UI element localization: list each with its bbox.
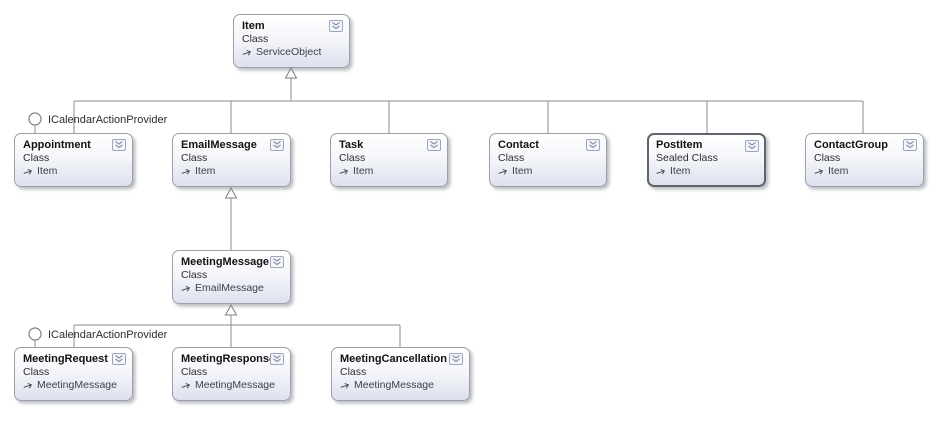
class-kind: Class xyxy=(181,152,208,164)
double-chevron-down-icon xyxy=(115,141,123,149)
double-chevron-down-icon xyxy=(273,258,281,266)
collapse-chevron-button[interactable] xyxy=(270,139,284,151)
double-chevron-down-icon xyxy=(430,141,438,149)
base-class-name: MeetingMessage xyxy=(195,379,275,391)
double-chevron-down-icon xyxy=(273,141,281,149)
class-node-contactgroup[interactable]: ContactGroup Class Item xyxy=(805,133,924,187)
class-node-meetingrequest[interactable]: MeetingRequest Class MeetingMessage xyxy=(14,347,133,401)
inherits-arrow-icon xyxy=(181,382,191,388)
base-class-name: MeetingMessage xyxy=(354,379,434,391)
base-class-name: Item xyxy=(828,165,849,177)
class-node-contact[interactable]: Contact Class Item xyxy=(489,133,607,187)
interface-lollipop-appointment[interactable] xyxy=(28,112,42,133)
base-class-name: Item xyxy=(37,165,58,177)
collapse-chevron-button[interactable] xyxy=(586,139,600,151)
inheritance-triangle-item xyxy=(284,66,298,79)
inherits-arrow-icon xyxy=(656,168,666,174)
double-chevron-down-icon xyxy=(589,141,597,149)
inherits-arrow-icon xyxy=(242,49,252,55)
inheritance-connector-emailmessage-meetingmessage[interactable] xyxy=(224,186,238,250)
class-node-emailmessage[interactable]: EmailMessage Class Item xyxy=(172,133,291,187)
inherits-arrow-icon xyxy=(23,168,33,174)
inheritance-triangle-emailmessage xyxy=(224,186,238,199)
class-name: MeetingResponse xyxy=(181,353,276,365)
double-chevron-down-icon xyxy=(452,355,460,363)
interface-label-appointment: ICalendarActionProvider xyxy=(48,114,168,126)
class-name: Item xyxy=(242,20,265,32)
collapse-chevron-button[interactable] xyxy=(112,353,126,365)
class-name: MeetingRequest xyxy=(23,353,108,365)
class-name: EmailMessage xyxy=(181,139,257,151)
collapse-chevron-button[interactable] xyxy=(329,20,343,32)
class-kind: Class xyxy=(498,152,525,164)
inherits-arrow-icon xyxy=(181,168,191,174)
inherits-arrow-icon xyxy=(23,382,33,388)
class-name: PostItem xyxy=(656,139,703,151)
double-chevron-down-icon xyxy=(273,355,281,363)
interface-lollipop-meetingrequest[interactable] xyxy=(28,327,42,347)
double-chevron-down-icon xyxy=(906,141,914,149)
inheritance-triangle-meetingmessage xyxy=(224,303,238,316)
base-class-name: Item xyxy=(670,165,691,177)
collapse-chevron-button[interactable] xyxy=(449,353,463,365)
double-chevron-down-icon xyxy=(115,355,123,363)
class-kind: Class xyxy=(814,152,841,164)
base-class-name: Item xyxy=(512,165,533,177)
base-class-name: MeetingMessage xyxy=(37,379,117,391)
class-node-appointment[interactable]: Appointment Class Item xyxy=(14,133,133,187)
base-class-name: EmailMessage xyxy=(195,282,264,294)
double-chevron-down-icon xyxy=(332,22,340,30)
class-kind: Class xyxy=(23,152,50,164)
interface-lollipop-icon xyxy=(28,112,42,126)
class-node-task[interactable]: Task Class Item xyxy=(330,133,448,187)
class-node-item[interactable]: Item Class ServiceObject xyxy=(233,14,350,68)
inheritance-connector-item-bus[interactable] xyxy=(73,66,864,133)
class-kind: Class xyxy=(339,152,366,164)
collapse-chevron-button[interactable] xyxy=(745,140,759,152)
class-name: Contact xyxy=(498,139,539,151)
inherits-arrow-icon xyxy=(814,168,824,174)
base-class-name: Item xyxy=(353,165,374,177)
inheritance-connector-meetingmessage-bus[interactable] xyxy=(73,303,401,347)
collapse-chevron-button[interactable] xyxy=(270,353,284,365)
class-kind: Class xyxy=(181,366,208,378)
inherits-arrow-icon xyxy=(181,285,191,291)
inherits-arrow-icon xyxy=(339,168,349,174)
collapse-chevron-button[interactable] xyxy=(270,256,284,268)
inherits-arrow-icon xyxy=(498,168,508,174)
base-class-name: ServiceObject xyxy=(256,46,322,58)
class-kind: Class xyxy=(340,366,367,378)
class-node-meetingresponse[interactable]: MeetingResponse Class MeetingMessage xyxy=(172,347,291,401)
class-name: ContactGroup xyxy=(814,139,888,151)
collapse-chevron-button[interactable] xyxy=(112,139,126,151)
class-node-meetingcancellation[interactable]: MeetingCancellation Class MeetingMessage xyxy=(331,347,470,401)
double-chevron-down-icon xyxy=(748,142,756,150)
interface-lollipop-icon xyxy=(28,327,42,341)
inherits-arrow-icon xyxy=(340,382,350,388)
base-class-name: Item xyxy=(195,165,216,177)
interface-label-meetingrequest: ICalendarActionProvider xyxy=(48,329,168,341)
class-node-postitem[interactable]: PostItem Sealed Class Item xyxy=(647,133,766,187)
collapse-chevron-button[interactable] xyxy=(427,139,441,151)
class-name: MeetingCancellation xyxy=(340,353,447,365)
collapse-chevron-button[interactable] xyxy=(903,139,917,151)
class-name: Task xyxy=(339,139,364,151)
class-kind: Sealed Class xyxy=(656,152,718,164)
class-name: Appointment xyxy=(23,139,91,151)
class-kind: Class xyxy=(23,366,50,378)
class-kind: Class xyxy=(242,33,269,45)
class-name: MeetingMessage xyxy=(181,256,270,268)
class-kind: Class xyxy=(181,269,208,281)
class-node-meetingmessage[interactable]: MeetingMessage Class EmailMessage xyxy=(172,250,291,304)
